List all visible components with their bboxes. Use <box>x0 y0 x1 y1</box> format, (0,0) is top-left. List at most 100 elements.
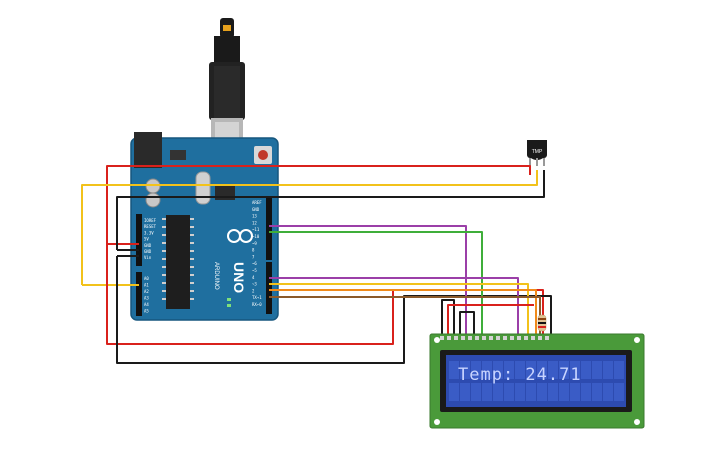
dc-jack <box>134 132 162 168</box>
pin-label: 3.3V <box>144 230 154 235</box>
lcd-cell-grid <box>449 361 624 401</box>
pin-label: ~9 <box>252 241 257 246</box>
lcd-pin <box>461 336 465 340</box>
tmp-sensor-label: TMP <box>532 149 543 155</box>
digital-header-low <box>266 262 272 314</box>
lcd-cell <box>515 361 525 379</box>
wire-yellow-4 <box>269 283 529 338</box>
pin-label: A2 <box>144 289 149 294</box>
wire-black-sensor <box>116 170 545 250</box>
lcd-cell <box>581 383 591 401</box>
lcd-cell <box>515 383 525 401</box>
lcd-cell <box>570 361 580 379</box>
lcd-pin-header <box>440 336 549 340</box>
pin-label: A3 <box>144 296 149 301</box>
capacitor <box>145 192 161 208</box>
lcd-cell <box>504 361 514 379</box>
lcd-pin <box>517 336 521 340</box>
lcd-pin <box>496 336 500 340</box>
pin-label: 8 <box>252 248 255 253</box>
power-led <box>227 298 231 301</box>
pin-label: 13 <box>252 214 257 219</box>
pin-label: GND <box>144 249 152 254</box>
lcd-cell <box>603 361 613 379</box>
wire-red-sensor <box>106 165 531 244</box>
pin-label: ~10 <box>252 234 260 239</box>
lcd-cell <box>493 383 503 401</box>
lcd-cell <box>449 361 459 379</box>
lcd-cell <box>559 361 569 379</box>
wire-yellow-sensor <box>81 170 538 285</box>
wire-black-lcd-local2 <box>459 311 475 338</box>
lcd-cell <box>570 383 580 401</box>
resistor[interactable] <box>537 314 547 332</box>
pin-label: ~3 <box>252 282 257 287</box>
brand-label: ARDUINO <box>213 262 219 290</box>
lcd-pin <box>447 336 451 340</box>
analog-header <box>136 272 142 316</box>
pin-label: 4 <box>252 275 255 280</box>
lcd-cell <box>548 383 558 401</box>
lcd-pin <box>468 336 472 340</box>
lcd-cell <box>581 361 591 379</box>
lcd-cell <box>460 361 470 379</box>
lcd-cell <box>548 361 558 379</box>
wire-green-11 <box>269 231 483 338</box>
lcd-cell <box>614 361 624 379</box>
arduino-logo <box>227 229 253 243</box>
lcd-pin <box>531 336 535 340</box>
lcd-cell <box>471 361 481 379</box>
lcd-pin <box>440 336 444 340</box>
lcd-display-text: Temp: 24.71 <box>458 365 582 385</box>
lcd-pin <box>538 336 542 340</box>
lcd-pin <box>503 336 507 340</box>
pin-label: RX←0 <box>252 302 262 307</box>
wire-orange-3 <box>269 289 537 338</box>
lcd-cell <box>614 383 624 401</box>
pin-label: A1 <box>144 283 149 288</box>
wire-purple-12 <box>269 225 467 338</box>
lcd-cell <box>493 361 503 379</box>
lcd-cell <box>526 361 536 379</box>
lcd-cell <box>449 383 459 401</box>
digital-header-high <box>266 198 272 260</box>
pin-label: A5 <box>144 309 149 314</box>
pin-label: A4 <box>144 302 149 307</box>
lcd-cell <box>526 383 536 401</box>
lcd-pin <box>524 336 528 340</box>
wire-red-lcd-local <box>447 304 534 338</box>
atmega-chip <box>166 215 190 309</box>
pin-label: GND <box>252 207 260 212</box>
lcd-cell <box>482 361 492 379</box>
board-model-label: UNO <box>231 262 247 293</box>
lcd-pin <box>454 336 458 340</box>
lcd-cell <box>504 383 514 401</box>
wire-red-lcd <box>106 244 544 345</box>
pin-label: RESET <box>144 224 157 229</box>
pin-label: ~5 <box>252 268 257 273</box>
pin-label: 12 <box>252 220 257 225</box>
usb-cable[interactable] <box>209 18 245 156</box>
pin-label: TX→1 <box>252 295 262 300</box>
status-led <box>227 304 231 307</box>
pin-label: 2 <box>252 288 255 293</box>
lcd-pin <box>475 336 479 340</box>
lcd-cell <box>482 383 492 401</box>
lcd-module[interactable]: Temp: 24.71 <box>429 333 645 429</box>
tmp-sensor[interactable]: TMP <box>527 140 547 166</box>
wires <box>81 165 552 364</box>
lcd-cell <box>592 361 602 379</box>
wire-purple-5 <box>269 277 519 338</box>
wire-black-lcd <box>116 256 552 364</box>
lcd-cell <box>592 383 602 401</box>
power-header <box>136 214 142 266</box>
lcd-pin <box>545 336 549 340</box>
pin-label: AREF <box>252 200 262 205</box>
lcd-cell <box>559 383 569 401</box>
reset-button[interactable] <box>254 146 272 164</box>
lcd-cell <box>460 383 470 401</box>
